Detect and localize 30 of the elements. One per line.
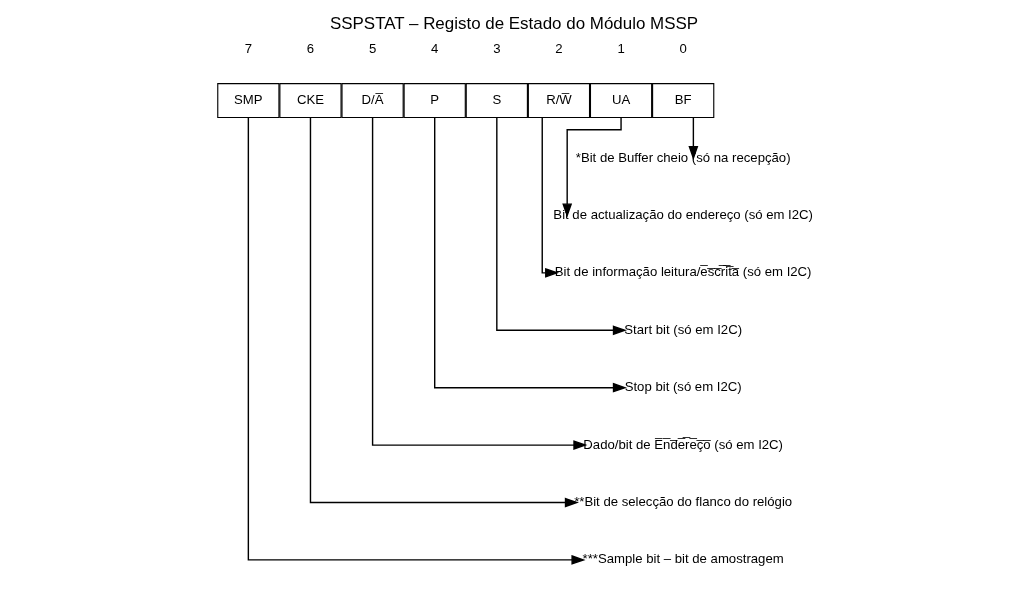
label: 5 — [368, 40, 377, 56]
node-box: R/W̅ — [527, 83, 591, 119]
arrow — [541, 116, 560, 278]
arrow — [371, 116, 588, 451]
label: 4 — [431, 40, 439, 56]
node-box: BF — [652, 83, 715, 119]
node-box: SMP — [217, 83, 280, 119]
label: 6 — [306, 40, 315, 56]
label: 3 — [493, 40, 501, 56]
node-text: Dado/bit de E̅n̅d̅e̅r̅e̅ç̅o̅ (só em I2C) — [583, 436, 783, 452]
node-text: Stop bit (só em I2C) — [624, 379, 742, 395]
node-text: Bit de informação leitura/e̅s̅c̅r̅i̅t̅a̅ (só em I2C) — [554, 264, 812, 280]
label: 1 — [617, 40, 625, 56]
node-box: P — [403, 83, 466, 119]
label: 2 — [555, 40, 563, 56]
node-box: S — [465, 83, 528, 119]
diagram-title: SSPSTAT – Registo de Estado do Módulo MSSP — [329, 14, 699, 34]
node-box: D/A̅ — [341, 83, 404, 119]
label: 0 — [679, 40, 687, 56]
node-text: ***Sample bit – bit de amostragem — [582, 551, 784, 567]
arrow — [688, 116, 699, 161]
node-box: UA — [589, 83, 653, 119]
node-text: **Bit de selecção do flanco do relógio — [574, 493, 793, 509]
node-text: Start bit (só em I2C) — [624, 321, 743, 337]
arrow — [247, 116, 586, 565]
arrow — [309, 116, 579, 508]
label: 7 — [244, 40, 253, 56]
node-box: CKE — [279, 83, 342, 119]
arrow — [434, 116, 627, 393]
arrow — [496, 116, 627, 336]
